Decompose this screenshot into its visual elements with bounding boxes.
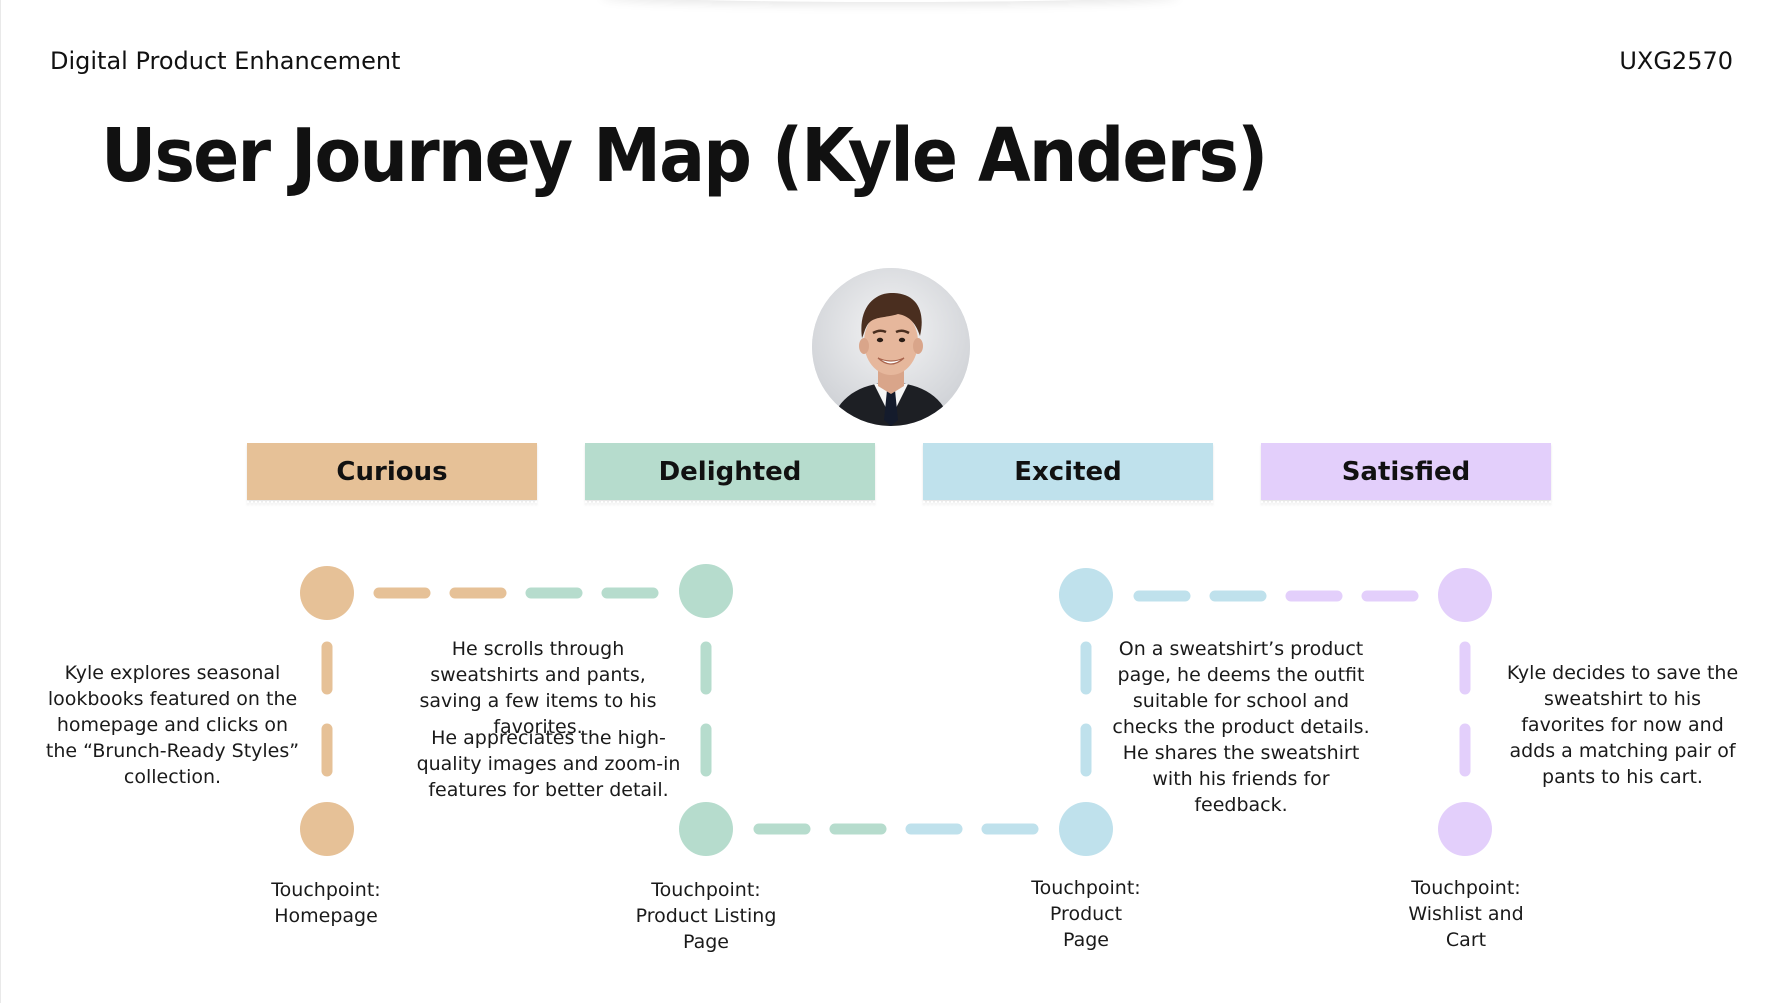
- touchpoint-wishlist-cart: Touchpoint: Wishlist and Cart: [1376, 875, 1556, 953]
- note-excited: On a sweatshirt’s product page, he deems…: [1112, 638, 1370, 816]
- journey-node-satisfied-end: [1438, 802, 1492, 856]
- touchpoint-name-cont: Cart: [1445, 929, 1487, 951]
- touchpoint-heading: Touchpoint:: [271, 879, 381, 901]
- avatar: [812, 268, 970, 426]
- slide-edge: [0, 0, 1, 1003]
- touchpoint-product-listing: Touchpoint: Product Listing Page: [616, 877, 796, 955]
- journey-node-delighted-start: [679, 564, 733, 618]
- emotion-tag-curious: Curious: [247, 443, 537, 503]
- touchpoint-homepage: Touchpoint: Homepage: [236, 877, 416, 929]
- note-delighted-images: He appreciates the high-quality images a…: [416, 727, 681, 801]
- touchpoint-name-cont: Page: [1063, 929, 1109, 951]
- emotion-label: Curious: [336, 456, 448, 487]
- touchpoint-name: Product: [1049, 903, 1123, 925]
- touchpoint-name: Product Listing: [635, 905, 777, 927]
- touchpoint-product-page: Touchpoint: Product Page: [996, 875, 1176, 953]
- touchpoint-heading: Touchpoint:: [1411, 877, 1521, 899]
- journey-node-curious-start: [300, 566, 354, 620]
- note-satisfied: Kyle decides to save the sweatshirt to h…: [1506, 662, 1739, 788]
- journey-node-excited-end: [1059, 802, 1113, 856]
- journey-node-excited-start: [1059, 568, 1113, 622]
- emotion-label: Satisfied: [1341, 456, 1471, 487]
- course-name: Digital Product Enhancement: [50, 47, 401, 75]
- touchpoint-name: Homepage: [274, 905, 378, 927]
- emotion-label: Delighted: [658, 456, 802, 487]
- touchpoint-heading: Touchpoint:: [651, 879, 761, 901]
- touchpoint-heading: Touchpoint:: [1031, 877, 1141, 899]
- emotion-tag-satisfied: Satisfied: [1261, 443, 1551, 503]
- note-delighted-scroll: He scrolls through sweatshirts and pants…: [419, 638, 657, 738]
- emotion-tag-excited: Excited: [923, 443, 1213, 503]
- journey-node-delighted-end: [679, 802, 733, 856]
- journey-node-curious-end: [300, 802, 354, 856]
- note-curious: Kyle explores seasonal lookbooks feature…: [45, 662, 300, 788]
- page-title: User Journey Map (Kyle Anders): [101, 113, 1268, 199]
- emotion-tag-delighted: Delighted: [585, 443, 875, 503]
- touchpoint-name-cont: Page: [683, 931, 729, 953]
- persona-photo: [812, 268, 970, 426]
- emotion-label: Excited: [1014, 456, 1122, 487]
- journey-node-satisfied-start: [1438, 568, 1492, 622]
- touchpoint-name: Wishlist and: [1408, 903, 1524, 925]
- course-code: UXG2570: [1619, 47, 1733, 75]
